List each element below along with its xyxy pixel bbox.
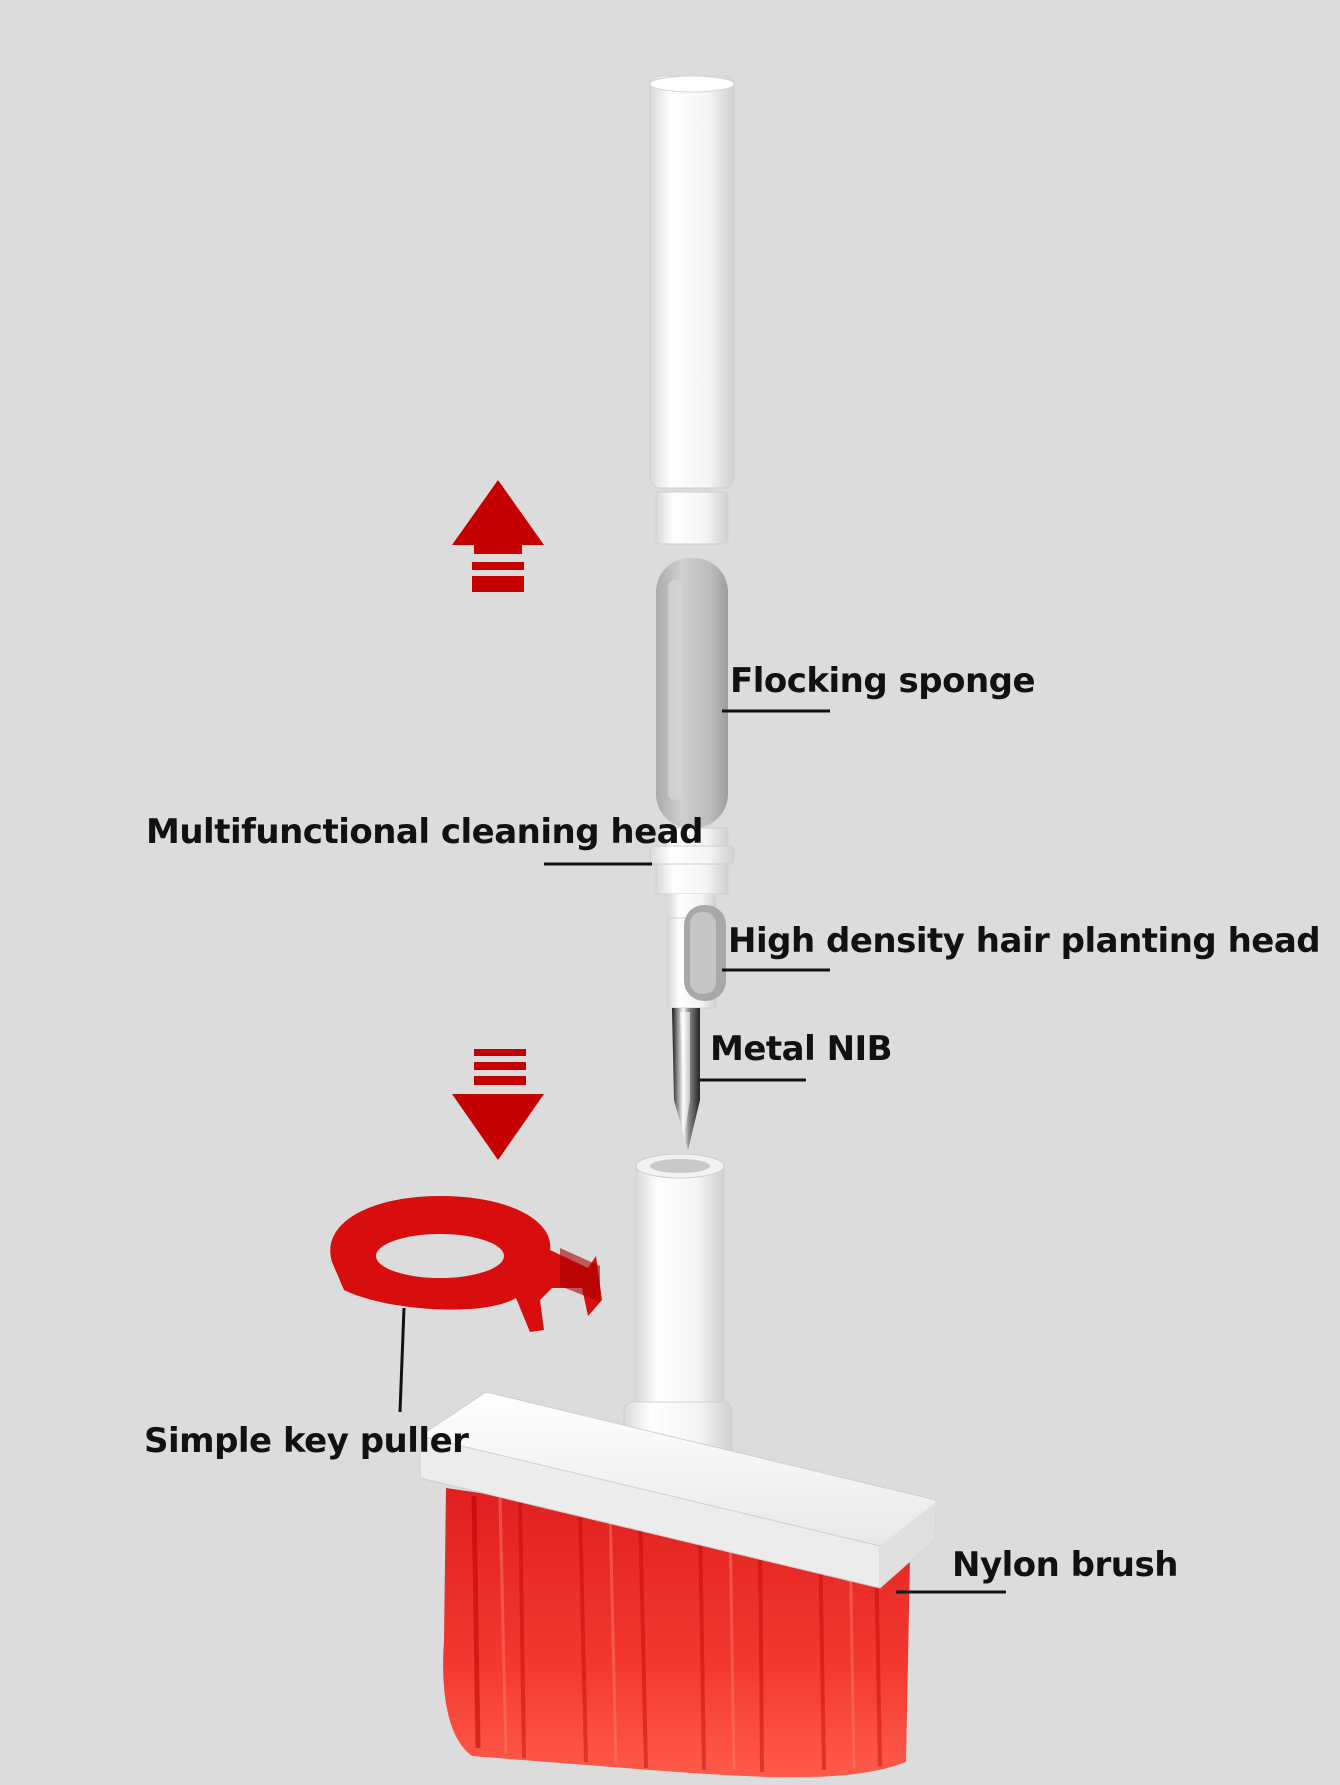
hair-planting-head	[667, 905, 726, 1009]
arrow-down-icon	[452, 1049, 544, 1160]
label-flocking-sponge: Flocking sponge	[730, 661, 1036, 701]
brush-handle	[623, 1153, 733, 1477]
metal-nib	[672, 1008, 700, 1150]
arrow-up-icon	[452, 480, 544, 592]
brush-head	[419, 1391, 937, 1589]
label-key-puller: Simple key puller	[144, 1421, 469, 1461]
flocking-sponge	[656, 558, 728, 828]
label-metal-nib: Metal NIB	[710, 1029, 893, 1069]
label-nylon-brush: Nylon brush	[952, 1545, 1178, 1585]
leader-key-puller	[398, 1307, 406, 1413]
pen-cap	[649, 75, 735, 545]
leader-lines	[398, 709, 1006, 1594]
label-cleaning-head: Multifunctional cleaning head	[146, 812, 703, 852]
label-hair-planting-head: High density hair planting head	[728, 921, 1321, 961]
key-puller	[330, 1196, 602, 1332]
